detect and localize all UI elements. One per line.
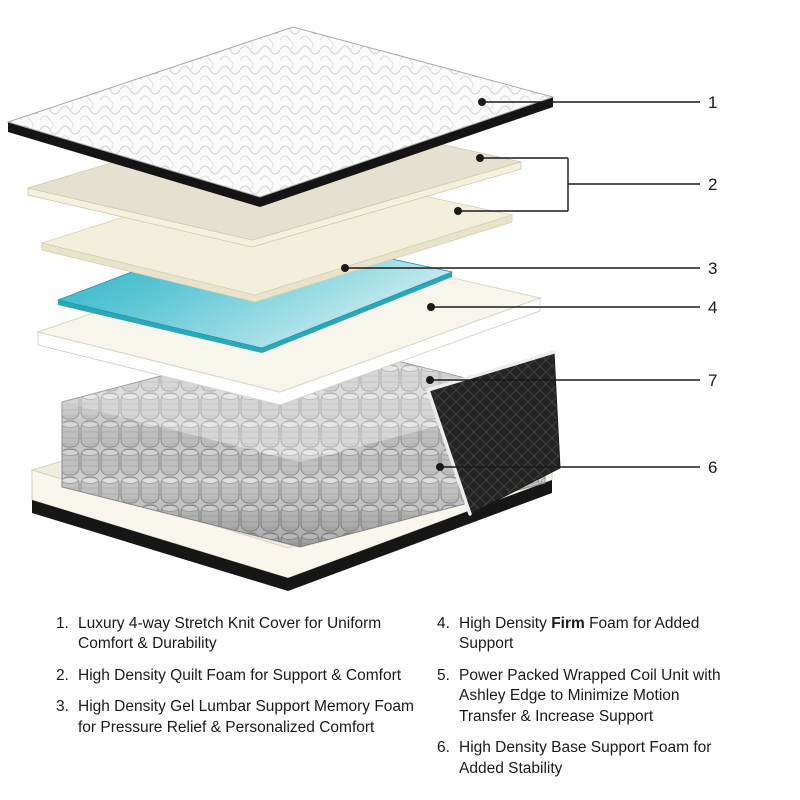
legend-item-2-text-pre: High Density Quilt Foam for Support & Co… (78, 666, 402, 684)
callout-dot-7 (426, 376, 434, 384)
callout-number-7: 7 (708, 371, 717, 390)
legend-item-5: 5. Power Packed Wrapped Coil Unit with A… (437, 666, 737, 727)
callout-number-1: 1 (708, 93, 717, 112)
callout-number-3: 3 (708, 259, 717, 278)
legend-item-3-text: High Density Gel Lumbar Support Memory F… (78, 697, 423, 738)
callout-dot-2b (454, 207, 462, 215)
legend-item-1-text-pre: Luxury 4-way Stretch Knit Cover for Unif… (78, 615, 382, 653)
callout-numbers: 1 2 3 4 7 6 (708, 93, 717, 477)
legend-item-5-number: 5. (437, 666, 450, 684)
coil-unit-top-highlight (62, 338, 545, 462)
callout-dot-4 (427, 303, 435, 311)
callout-dot-2a (476, 154, 484, 162)
legend-item-6: 6. High Density Base Support Foam for Ad… (437, 738, 737, 779)
cover-top-face (6, 26, 555, 198)
callout-dot-3 (341, 264, 349, 272)
legend-item-4-text: High Density Firm Foam for Added Support (459, 614, 737, 655)
legend-item-2-text: High Density Quilt Foam for Support & Co… (78, 666, 423, 686)
legend-item-3-number: 3. (56, 698, 69, 716)
edge-fabric-trim (425, 350, 556, 516)
legend-item-2: 2. High Density Quilt Foam for Support &… (56, 666, 423, 686)
callout-number-6: 6 (708, 458, 717, 477)
legend-item-4-number: 4. (437, 615, 450, 632)
legend-item-6-text: High Density Base Support Foam for Added… (459, 738, 737, 779)
legend-column-left: 1. Luxury 4-way Stretch Knit Cover for U… (56, 614, 423, 790)
callout-bracket-2 (458, 157, 700, 212)
callout-number-2: 2 (708, 175, 717, 194)
callout-number-4: 4 (708, 298, 717, 317)
legend-item-4-text-pre: High Density (459, 615, 552, 632)
callouts (341, 98, 700, 471)
legend: 1. Luxury 4-way Stretch Knit Cover for U… (0, 600, 800, 790)
legend-item-1: 1. Luxury 4-way Stretch Knit Cover for U… (56, 614, 423, 655)
legend-item-4: 4. High Density Firm Foam for Added Supp… (437, 614, 737, 655)
legend-item-6-number: 6. (437, 739, 450, 757)
legend-item-6-text-pre: High Density Base Support Foam for Added… (459, 739, 712, 777)
edge-support-wedge (425, 350, 561, 516)
callout-dot-6 (436, 463, 444, 471)
legend-item-5-text: Power Packed Wrapped Coil Unit with Ashl… (459, 666, 737, 727)
legend-item-1-number: 1. (56, 615, 69, 632)
mattress-exploded-diagram: 1 2 3 4 7 6 (6, 26, 717, 591)
cover-layer (6, 26, 555, 207)
legend-item-3-text-pre: High Density Gel Lumbar Support Memory F… (78, 698, 414, 736)
legend-item-2-number: 2. (56, 666, 69, 684)
base-foam-bottom-band (32, 480, 552, 591)
legend-item-4-text-post: Foam for Added Support (459, 615, 700, 653)
legend-item-5-text-pre: Power Packed Wrapped Coil Unit with Ashl… (459, 666, 721, 725)
legend-item-4-text-bold: Firm (551, 615, 585, 632)
legend-column-right: 4. High Density Firm Foam for Added Supp… (437, 614, 737, 790)
coil-unit (61, 337, 546, 548)
legend-item-1-text: Luxury 4-way Stretch Knit Cover for Unif… (78, 614, 423, 655)
legend-item-3: 3. High Density Gel Lumbar Support Memor… (56, 697, 423, 738)
callout-dot-1 (478, 98, 486, 106)
coil-unit-front-shading (62, 398, 545, 547)
